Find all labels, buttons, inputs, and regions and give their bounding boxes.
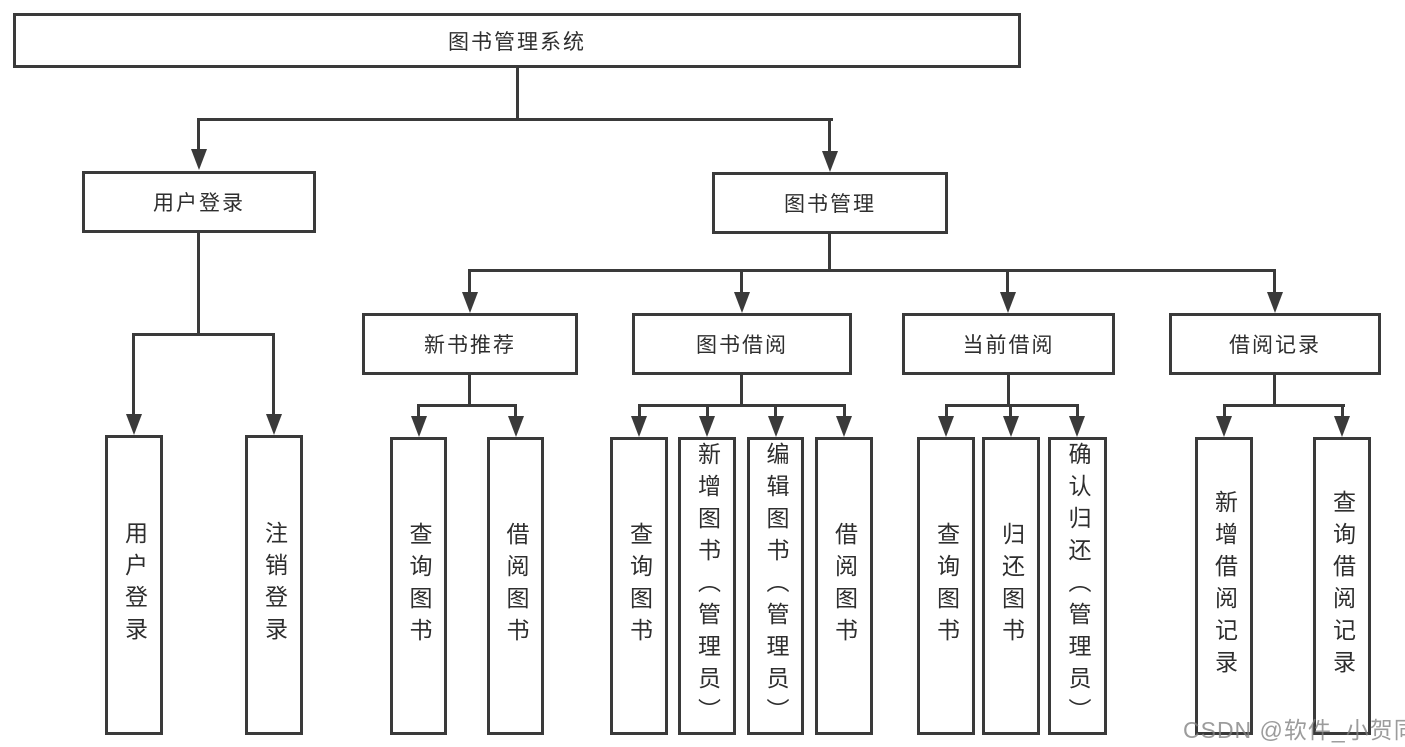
connector-line (132, 333, 135, 414)
leaf-query-books-recommend: 查询图书 (390, 437, 447, 735)
leaf-query-books-borrow: 查询图书 (610, 437, 668, 735)
node-user-login: 用户登录 (82, 171, 316, 233)
connector-line (417, 404, 420, 417)
connector-line (514, 404, 517, 417)
connector-line (1006, 269, 1009, 292)
connector-line (1223, 404, 1226, 417)
leaf-edit-book-admin-label: 编辑图书（管理员） (763, 442, 789, 730)
node-new-book-recommend-label: 新书推荐 (424, 334, 516, 357)
leaf-query-books-current: 查询图书 (917, 437, 975, 735)
connector-line (1007, 375, 1010, 406)
node-book-management-label: 图书管理 (784, 193, 876, 216)
connector-line (1273, 269, 1276, 292)
leaf-logout-label: 注销登录 (261, 521, 288, 649)
leaf-edit-book-admin: 编辑图书（管理员） (747, 437, 804, 735)
leaf-query-books-recommend-label: 查询图书 (406, 522, 432, 650)
connector-line (468, 269, 471, 292)
arrow-down-icon (126, 414, 142, 435)
connector-line (272, 333, 275, 414)
connector-line (828, 234, 831, 272)
connector-line (132, 333, 275, 336)
node-borrowing-records-label: 借阅记录 (1229, 334, 1321, 357)
arrow-down-icon (266, 414, 282, 435)
leaf-confirm-return-admin-label: 确认归还（管理员） (1065, 442, 1091, 730)
arrow-down-icon (631, 416, 647, 437)
leaf-borrow-books-recommend: 借阅图书 (487, 437, 544, 735)
node-borrowing-records: 借阅记录 (1169, 313, 1381, 375)
arrow-down-icon (1000, 292, 1016, 313)
arrow-down-icon (191, 149, 207, 170)
arrow-down-icon (411, 416, 427, 437)
node-root: 图书管理系统 (13, 13, 1021, 68)
leaf-query-books-current-label: 查询图书 (933, 522, 960, 650)
connector-line (197, 118, 833, 121)
leaf-query-borrow-record-label: 查询借阅记录 (1329, 490, 1356, 682)
connector-line (1009, 404, 1012, 417)
arrow-down-icon (734, 292, 750, 313)
connector-line (1341, 404, 1344, 417)
connector-line (945, 404, 1079, 407)
connector-line (1273, 375, 1276, 406)
leaf-borrow-books-recommend-label: 借阅图书 (503, 522, 529, 650)
connector-line (828, 118, 831, 151)
arrow-down-icon (508, 416, 524, 437)
leaf-user-login-label: 用户登录 (121, 521, 148, 649)
connector-line (945, 404, 948, 417)
arrow-down-icon (462, 292, 478, 313)
connector-line (1076, 404, 1079, 417)
connector-line (417, 404, 517, 407)
leaf-confirm-return-admin: 确认归还（管理员） (1048, 437, 1107, 735)
connector-line (468, 375, 471, 406)
connector-line (740, 269, 743, 292)
connector-line (197, 233, 200, 335)
connector-line (740, 375, 743, 406)
connector-line (516, 68, 519, 120)
node-current-borrowing-label: 当前借阅 (962, 334, 1055, 357)
node-user-login-label: 用户登录 (153, 192, 245, 215)
leaf-query-borrow-record: 查询借阅记录 (1313, 437, 1371, 735)
leaf-add-borrow-record-label: 新增借阅记录 (1211, 490, 1238, 682)
arrow-down-icon (1334, 416, 1350, 437)
arrow-down-icon (822, 151, 838, 172)
node-book-management: 图书管理 (712, 172, 948, 234)
arrow-down-icon (1069, 416, 1085, 437)
leaf-borrow-books: 借阅图书 (815, 437, 873, 735)
connector-line (638, 404, 846, 407)
arrow-down-icon (768, 416, 784, 437)
arrow-down-icon (699, 416, 715, 437)
leaf-user-login: 用户登录 (105, 435, 163, 735)
node-book-borrowing-label: 图书借阅 (696, 334, 788, 357)
leaf-logout: 注销登录 (245, 435, 303, 735)
leaf-return-books: 归还图书 (982, 437, 1040, 735)
connector-line (706, 404, 709, 417)
leaf-borrow-books-label: 借阅图书 (831, 522, 858, 650)
watermark-text: CSDN @软件_小贺同学 (1183, 717, 1405, 743)
connector-line (638, 404, 641, 417)
leaf-query-books-borrow-label: 查询图书 (626, 522, 653, 650)
node-new-book-recommend: 新书推荐 (362, 313, 578, 375)
arrow-down-icon (836, 416, 852, 437)
leaf-return-books-label: 归还图书 (998, 522, 1025, 650)
node-current-borrowing: 当前借阅 (902, 313, 1115, 375)
leaf-add-book-admin-label: 新增图书（管理员） (694, 442, 721, 730)
connector-line (197, 118, 200, 150)
node-root-label: 图书管理系统 (448, 30, 586, 54)
connector-line (1223, 404, 1345, 407)
leaf-add-book-admin: 新增图书（管理员） (678, 437, 736, 735)
connector-line (774, 404, 777, 417)
arrow-down-icon (1267, 292, 1283, 313)
arrow-down-icon (1003, 416, 1019, 437)
leaf-add-borrow-record: 新增借阅记录 (1195, 437, 1253, 735)
arrow-down-icon (1216, 416, 1232, 437)
connector-line (843, 404, 846, 417)
connector-line (468, 269, 1276, 272)
node-book-borrowing: 图书借阅 (632, 313, 852, 375)
arrow-down-icon (938, 416, 954, 437)
